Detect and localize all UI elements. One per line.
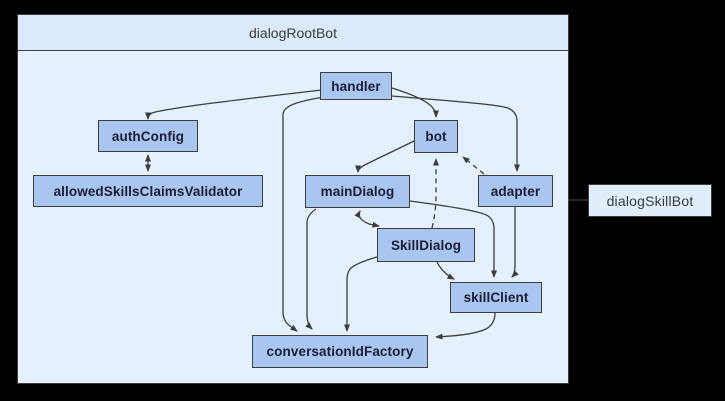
node-label-SkillDialog: SkillDialog [390,237,462,253]
node-conversationIdFactory: conversationIdFactory [252,335,428,368]
node-skillClient: skillClient [450,282,542,313]
node-authConfig: authConfig [98,120,198,152]
node-label-dialogSkillBot: dialogSkillBot [606,192,694,209]
node-SkillDialog: SkillDialog [377,228,475,262]
node-adapter: adapter [478,175,553,207]
node-mainDialog: mainDialog [305,175,410,208]
node-bot: bot [414,120,458,153]
node-label-conversationIdFactory: conversationIdFactory [266,344,414,359]
node-label-allowedSkillsClaimsValidator: allowedSkillsClaimsValidator [53,183,243,199]
node-label-mainDialog: mainDialog [320,184,395,199]
node-label-adapter: adapter [490,183,541,199]
node-label-authConfig: authConfig [111,128,185,144]
container-title-bar: dialogRootBot [18,15,568,51]
container-title: dialogRootBot [249,24,337,41]
node-handler: handler [320,72,392,100]
node-allowedSkillsClaimsValidator: allowedSkillsClaimsValidator [33,175,263,207]
node-label-handler: handler [331,78,381,94]
node-dialogSkillBot: dialogSkillBot [588,184,712,217]
node-label-bot: bot [425,129,447,144]
node-label-skillClient: skillClient [463,290,529,305]
